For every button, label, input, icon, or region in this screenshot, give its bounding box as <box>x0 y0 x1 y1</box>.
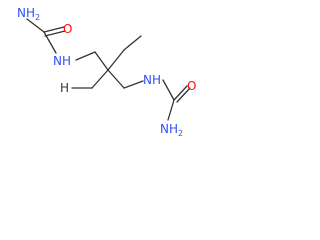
bond-central-ethyl-left-1 <box>91 69 109 89</box>
bond-central-ch2-bottom <box>107 69 125 89</box>
atom-o-bottom: O <box>187 79 196 93</box>
atom-nh2-bottom: NH2 <box>160 122 183 138</box>
bond-c-o-top-b <box>44 30 66 37</box>
bond-nh2-c-top <box>26 18 45 33</box>
bond-ch2-nh-bottom <box>123 80 144 89</box>
bond-nh-ch2-top <box>75 51 96 61</box>
atom-nh2-top: NH2 <box>17 6 40 22</box>
bond-c-o-bottom-b <box>176 87 191 103</box>
bond-c-nh2-bottom <box>167 99 175 121</box>
bond-central-ethyl-right-2 <box>123 35 142 51</box>
bonds <box>26 18 191 121</box>
atom-o-top: O <box>63 22 72 36</box>
bond-c-o-top-a <box>43 26 65 33</box>
atom-h-left: H <box>60 81 69 95</box>
chemical-structure: NH2 O NH H NH O NH2 <box>17 6 196 138</box>
bond-central-ethyl-right-1 <box>107 49 125 71</box>
atom-nh-top: NH <box>53 54 71 68</box>
bond-ch2-central-top <box>94 51 109 71</box>
atom-nh-bottom: NH <box>143 73 161 87</box>
bond-c-o-bottom-a <box>173 85 188 101</box>
atom-labels: NH2 O NH H NH O NH2 <box>17 6 196 138</box>
bond-c-nh-top <box>43 31 57 54</box>
bond-nh-c-bottom <box>162 79 175 101</box>
